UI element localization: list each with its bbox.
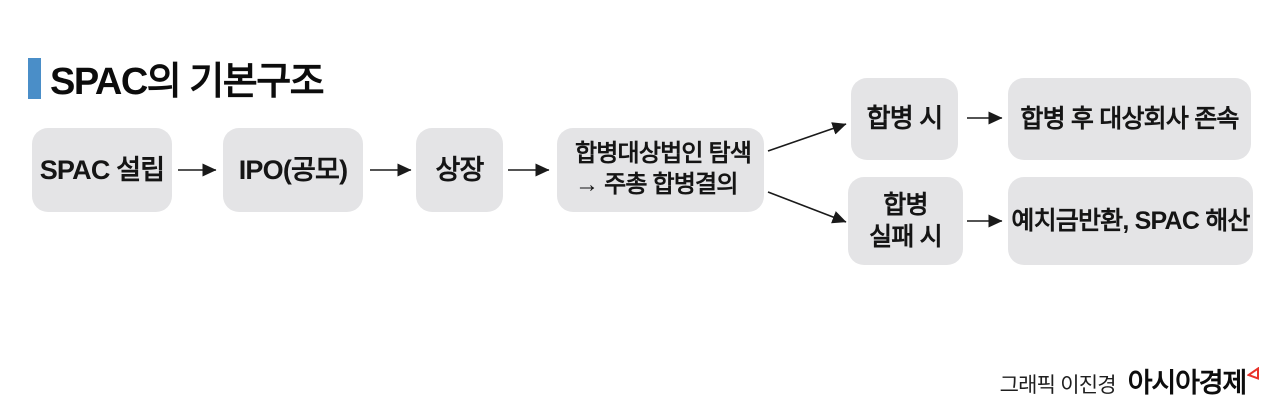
- step-box-spac-setup: SPAC 설립: [32, 128, 172, 212]
- outcome-label: 합병 후 대상회사 존속: [1020, 105, 1239, 133]
- step-label-line2: → 주총 합병결의: [575, 171, 738, 198]
- outcome-box-refund-dissolution: 예치금반환, SPAC 해산: [1008, 177, 1253, 265]
- step-label: 상장: [435, 154, 484, 185]
- footer-credit: 그래픽 이진경 아시아경제: [1000, 361, 1260, 400]
- step-label-line1: 합병대상법인 탐색: [575, 140, 752, 168]
- brand-mark-icon: [1246, 366, 1260, 386]
- condition-box-merger-failure: 합병 실패 시: [848, 177, 963, 265]
- condition-box-merger-success: 합병 시: [851, 78, 958, 160]
- page-title: SPAC의 기본구조: [50, 61, 325, 103]
- step-label: IPO(공모): [238, 154, 348, 185]
- title-accent-bar: [28, 58, 41, 99]
- graphics-credit-text: 그래픽 이진경: [999, 374, 1117, 397]
- step-box-merger-target-search: 합병대상법인 탐색 → 주총 합병결의: [557, 128, 764, 212]
- step-label: SPAC 설립: [39, 154, 165, 185]
- condition-label-line2: 실패 시: [869, 223, 943, 251]
- outcome-label: 예치금반환, SPAC 해산: [1011, 207, 1250, 235]
- outcome-box-company-survives: 합병 후 대상회사 존속: [1008, 78, 1251, 160]
- step-box-ipo: IPO(공모): [223, 128, 363, 212]
- arrow-down-right-icon: [767, 191, 847, 224]
- condition-label: 합병 시: [866, 103, 944, 134]
- brand-logo-text: 아시아경제: [1127, 368, 1247, 398]
- condition-label-line1: 합병: [883, 190, 928, 219]
- arrow-up-right-icon: [767, 122, 847, 152]
- step-box-listing: 상장: [416, 128, 503, 212]
